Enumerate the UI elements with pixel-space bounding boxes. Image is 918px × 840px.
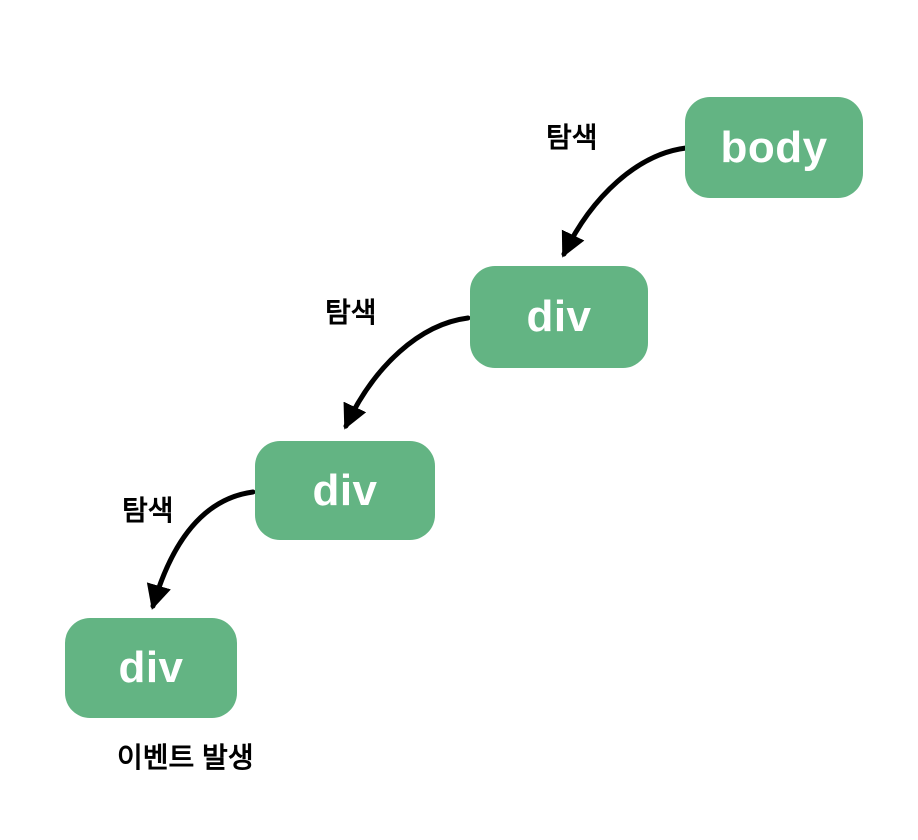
node-body: body: [685, 97, 863, 198]
edge-label-traverse-1: 탐색: [546, 122, 598, 153]
node-div-1-label: div: [526, 292, 592, 341]
caption-event-occurrence: 이벤트 발생: [117, 742, 254, 773]
arrow-traverse-1: [561, 145, 689, 258]
node-div-2-label: div: [312, 465, 378, 515]
node-div-3: div: [65, 618, 237, 718]
edge-label-traverse-3: 탐색: [122, 495, 174, 526]
node-div-3-label: div: [118, 643, 184, 692]
arrow-traverse-2: [343, 315, 471, 430]
edge-label-traverse-2: 탐색: [325, 297, 377, 328]
node-div-2: div: [255, 441, 435, 540]
node-div-1: div: [470, 266, 648, 368]
node-body-label: body: [720, 122, 828, 172]
